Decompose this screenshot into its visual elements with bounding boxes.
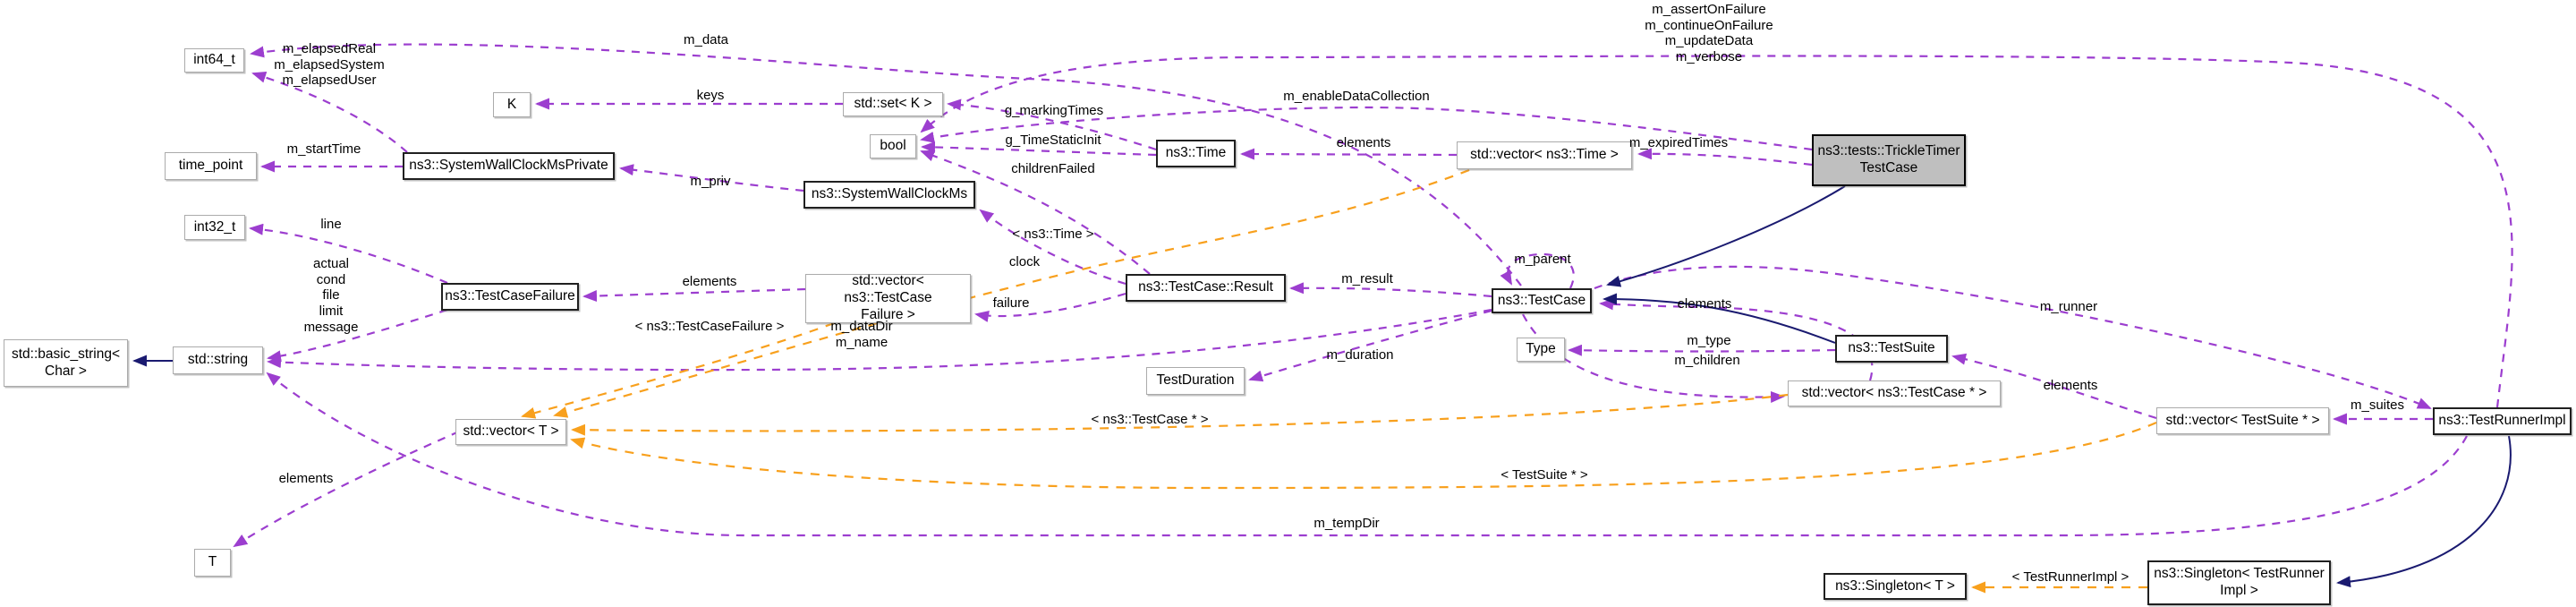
edge-label-g-markingTimes: g_markingTimes [1004, 103, 1104, 118]
edge-label-m-result: m_result [1341, 271, 1393, 286]
edge-label-template-testcase-ptr: < ns3::TestCase * > [1091, 412, 1209, 427]
edge-elements-tcf [582, 287, 806, 303]
edge-clock [979, 209, 1126, 286]
edge-label-datadir-members: m_dataDir m_name [830, 319, 893, 350]
node-testduration[interactable]: TestDuration [1146, 367, 1245, 395]
edge-label-m-startTime: m_startTime [286, 141, 361, 157]
edge-failure-members [267, 308, 448, 363]
node-std-set-k[interactable]: std::set< K > [843, 92, 943, 116]
edge-inherit-runner-singleton [2336, 435, 2512, 588]
edge-label-clock: clock [1008, 254, 1041, 269]
node-k[interactable]: K [493, 92, 531, 117]
edge-m-children [1522, 313, 1785, 403]
edge-m-tempDir [266, 372, 2468, 537]
edge-elements-t [233, 430, 460, 548]
edge-template-testsuite-ptr [570, 421, 2157, 490]
edge-elements-suites [1951, 353, 2157, 420]
edge-m-result [1289, 282, 1492, 298]
node-testrunnerimpl[interactable]: ns3::TestRunnerImpl [2433, 407, 2572, 435]
node-std-basic-string[interactable]: std::basic_string< Char > [4, 339, 128, 387]
edge-label-keys: keys [696, 88, 725, 103]
edge-label-g-TimeStaticInit: g_TimeStaticInit [1005, 133, 1101, 148]
edge-label-m-priv: m_priv [690, 174, 731, 189]
node-vector-testcase-ptr[interactable]: std::vector< ns3::TestCase * > [1788, 380, 2001, 406]
edge-m-enableDataCollection [920, 106, 1813, 151]
edge-label-m-children: m_children [1674, 353, 1740, 368]
edge-line [249, 223, 448, 285]
node-trickletimertestcase[interactable]: ns3::tests::TrickleTimer TestCase [1812, 134, 1966, 186]
edge-m-elapsed [251, 72, 408, 153]
edge-label-elements-children: elements [1677, 296, 1732, 312]
edge-label-template-runnerimpl: < TestRunnerImpl > [2011, 569, 2130, 585]
edge-label-elements-suites: elements [2043, 378, 2098, 393]
edge-elements-time [1240, 148, 1458, 160]
node-t[interactable]: T [194, 549, 231, 577]
node-systemwallclockmsprivate[interactable]: ns3::SystemWallClockMsPrivate [403, 152, 615, 180]
edge-m-data [250, 43, 1522, 286]
node-bool[interactable]: bool [870, 134, 916, 158]
edge-label-childrenFailed: childrenFailed [1011, 161, 1095, 176]
edge-label-elements-tcf: elements [682, 274, 737, 289]
edge-label-m-tempDir: m_tempDir [1314, 516, 1380, 531]
node-singleton-testrunnerimpl[interactable]: ns3::Singleton< TestRunner Impl > [2147, 560, 2331, 605]
edge-template-testcasefailure [521, 321, 835, 419]
edge-inherit-testsuite-testcase [1603, 293, 1836, 344]
node-singleton-t[interactable]: ns3::Singleton< T > [1824, 573, 1967, 600]
node-int32-t[interactable]: int32_t [184, 215, 245, 240]
node-vector-ns3-time[interactable]: std::vector< ns3::Time > [1457, 141, 1632, 169]
node-vector-testcasefailure[interactable]: std::vector< ns3::TestCase Failure > [805, 273, 971, 323]
edge-m-assert-group [920, 55, 2513, 408]
edge-label-elements-t: elements [278, 471, 334, 486]
node-std-string[interactable]: std::string [173, 346, 263, 374]
node-ns3-testcase[interactable]: ns3::TestCase [1492, 288, 1592, 313]
edge-label-template-time: < ns3::Time > [1012, 227, 1094, 242]
edge-label-m-suites: m_suites [2350, 398, 2405, 413]
edge-label-m-expiredTimes: m_expiredTimes [1628, 135, 1729, 150]
node-vector-testsuite-ptr[interactable]: std::vector< TestSuite * > [2156, 407, 2329, 434]
edge-label-template-testsuite-ptr: < TestSuite * > [1501, 467, 1588, 483]
edge-label-m-parent: m_parent [1514, 252, 1571, 267]
node-int64-t[interactable]: int64_t [184, 48, 244, 73]
edge-m-priv [619, 164, 804, 192]
node-systemwallclockms[interactable]: ns3::SystemWallClockMs [803, 181, 975, 209]
edge-template-time [553, 168, 1470, 418]
edge-label-elements-time: elements [1336, 135, 1391, 150]
edge-failure [974, 292, 1126, 322]
edge-label-m-type: m_type [1687, 333, 1731, 348]
node-vector-t[interactable]: std::vector< T > [455, 419, 566, 445]
edge-label-template-tcf: < ns3::TestCaseFailure > [634, 319, 785, 334]
edge-m-type [1568, 344, 1836, 356]
edge-label-m-duration: m_duration [1326, 347, 1394, 363]
node-ns3-time[interactable]: ns3::Time [1156, 140, 1236, 167]
node-type[interactable]: Type [1517, 338, 1565, 362]
node-testcase-result[interactable]: ns3::TestCase::Result [1126, 274, 1286, 302]
edge-m-parent [1500, 252, 1575, 289]
edge-label-m-enableDataCollection: m_enableDataCollection [1283, 89, 1430, 104]
edge-m-dataDir-m-name [267, 308, 1492, 372]
edge-label-assert-members: m_assertOnFailure m_continueOnFailure m_… [1645, 2, 1773, 65]
node-testcasefailure[interactable]: ns3::TestCaseFailure [441, 283, 579, 311]
node-ns3-testsuite[interactable]: ns3::TestSuite [1835, 335, 1948, 363]
edge-template-testcase-ptr [571, 393, 1789, 436]
edge-label-failure: failure [992, 295, 1030, 311]
edge-label-failure-members: actual cond file limit message [303, 256, 359, 335]
edge-m-duration [1248, 309, 1492, 382]
edge-m-runner [1594, 265, 2432, 410]
edge-m-expiredTimes [1637, 148, 1813, 167]
edge-inherit-trickle-testcase [1606, 185, 1846, 287]
edge-label-elapsed-members: m_elapsedReal m_elapsedSystem m_elapsedU… [274, 41, 385, 89]
edge-label-m-data: m_data [683, 32, 729, 47]
node-time-point[interactable]: time_point [165, 152, 257, 180]
edge-g-TimeStaticInit [921, 141, 1157, 157]
edge-label-m-runner: m_runner [2039, 299, 2098, 314]
edge-label-line: line [320, 217, 342, 232]
